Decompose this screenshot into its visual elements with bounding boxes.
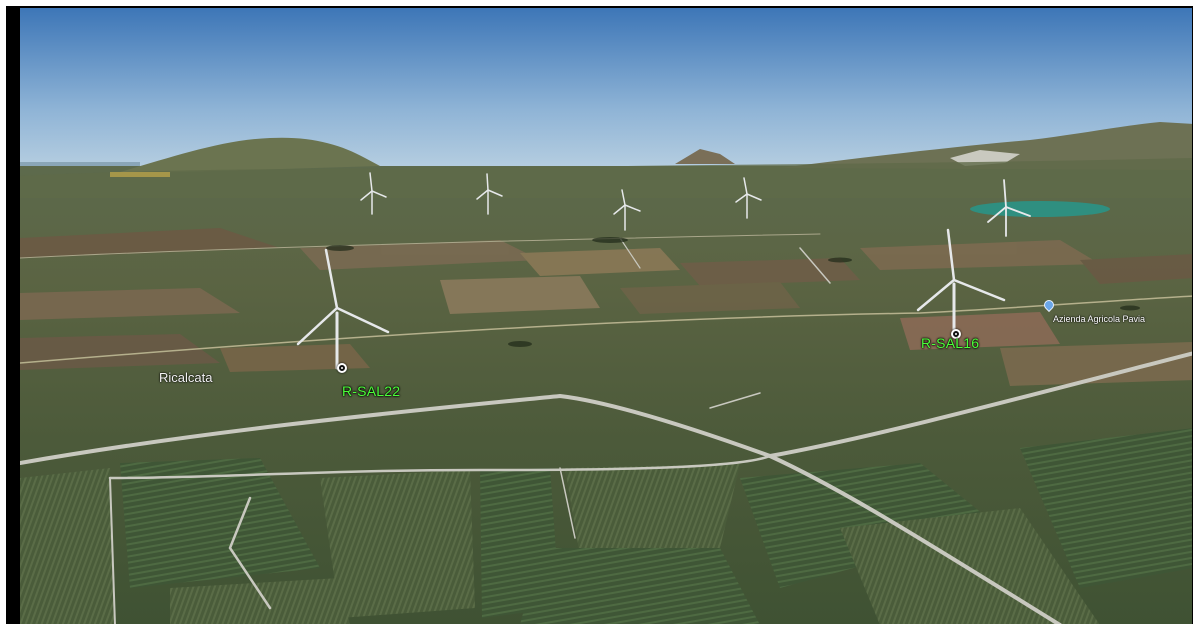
turbine-distant-5 xyxy=(987,179,1031,237)
vineyards xyxy=(20,428,1192,624)
turbine-r-sal22 xyxy=(296,248,390,370)
turbine-distant-2 xyxy=(476,173,503,215)
turbine-marker-r-sal16[interactable] xyxy=(951,329,961,339)
poi-label-azienda-agricola-pavia[interactable]: Azienda Agricola Pavia xyxy=(1053,314,1146,324)
turbine-r-sal16 xyxy=(916,228,1006,338)
turbine-marker-r-sal22[interactable] xyxy=(337,363,347,373)
wind-turbines xyxy=(296,172,1031,370)
lake xyxy=(970,201,1110,217)
tree-clusters xyxy=(326,237,1140,347)
mountain-right xyxy=(780,122,1192,170)
terrain-scene[interactable] xyxy=(20,8,1193,624)
place-label-ricalcata[interactable]: Ricalcata xyxy=(159,370,213,385)
turbine-distant-1 xyxy=(360,172,387,215)
mountain-center xyxy=(675,149,735,164)
turbine-label-r-sal22[interactable]: R-SAL22 xyxy=(342,383,401,399)
field-patches xyxy=(20,228,1192,386)
mountain-left xyxy=(120,137,380,174)
roads xyxy=(20,233,1192,624)
map-viewport[interactable]: Ricalcata R-SAL22 R-SAL16 Azienda Agrico… xyxy=(6,6,1193,624)
hill-band xyxy=(20,158,1192,198)
yellow-field xyxy=(110,172,170,177)
turbine-distant-3 xyxy=(613,189,641,231)
turbine-label-r-sal16[interactable]: R-SAL16 xyxy=(921,335,980,351)
turbine-distant-4 xyxy=(735,177,762,219)
